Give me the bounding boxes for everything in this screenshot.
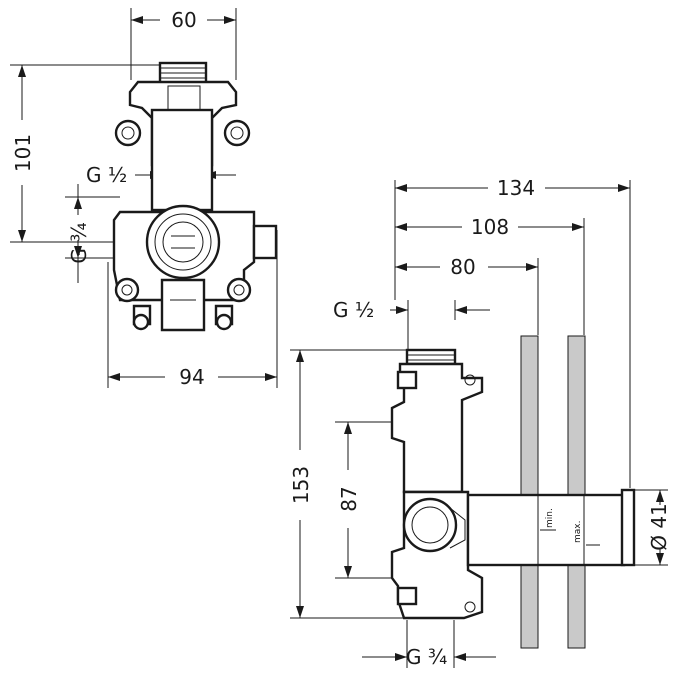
g-half-side-label: G ½ [333,298,374,322]
dimension-153: 153 [289,350,313,618]
dimension-g-half-front: G ½ [86,163,236,187]
side-view: 134 108 80 G ½ 153 [289,176,671,669]
dimension-80: 80 [395,255,538,279]
dimension-134: 134 [395,176,630,200]
dim-60-label: 60 [171,8,196,32]
dim-134-label: 134 [497,176,535,200]
dim-94-label: 94 [179,365,204,389]
g-three-quarter-front-label: G ¾ [67,222,91,263]
dim-108-label: 108 [471,215,509,239]
dimension-108: 108 [395,215,584,239]
wall-min [520,335,539,649]
g-half-front-label: G ½ [86,163,127,187]
dimension-diameter-41: Ø 41 [647,490,671,565]
g-three-quarter-side-label: G ¾ [406,645,447,669]
dimension-94: 94 [108,365,277,389]
dimension-g-half-side: G ½ [333,298,490,350]
dim-80-label: 80 [450,255,475,279]
dim-153-label: 153 [289,466,313,504]
min-label: min. [545,508,555,528]
wall-max [567,335,586,649]
dim-diameter-label: Ø 41 [647,503,671,551]
dim-87-label: 87 [337,486,361,511]
valve-body-side: min. max. [390,348,636,620]
dimension-g-three-quarter-side: G ¾ [362,645,496,669]
dimension-87: 87 [337,422,361,578]
max-label: max. [573,521,583,543]
dimension-60: 60 [131,8,236,32]
dim-101-label: 101 [11,134,35,172]
dimension-g-three-quarter-front: G ¾ [67,184,91,283]
dimension-101: 101 [11,65,35,242]
front-view: 60 101 G ½ G ¾ 94 [10,8,278,389]
valve-body-front [112,61,278,332]
